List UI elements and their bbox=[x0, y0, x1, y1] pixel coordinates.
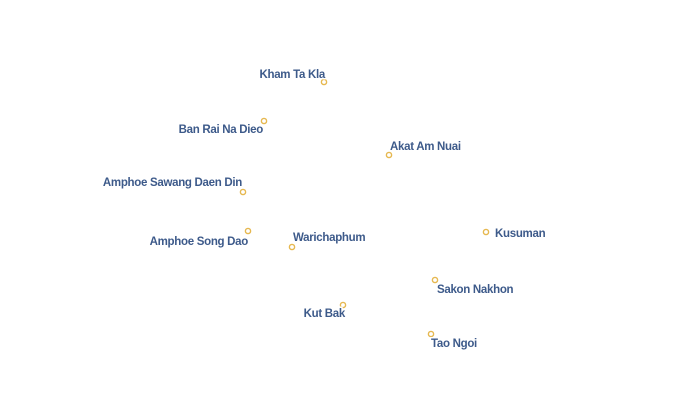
place-label: Amphoe Song Dao bbox=[150, 236, 249, 248]
place-label: Kham Ta Kla bbox=[259, 69, 325, 81]
place-marker-icon[interactable] bbox=[427, 330, 435, 338]
place-marker-icon[interactable] bbox=[244, 227, 252, 235]
place-kusuman[interactable]: Kusuman bbox=[482, 227, 547, 242]
place-marker-icon[interactable] bbox=[431, 276, 439, 284]
place-amphoe-song-dao[interactable]: Amphoe Song Dao bbox=[148, 227, 252, 250]
place-ban-rai-na-dieo[interactable]: Ban Rai Na Dieo bbox=[177, 117, 268, 138]
place-sakon-nakhon[interactable]: Sakon Nakhon bbox=[431, 276, 515, 298]
place-tao-ngoi[interactable]: Tao Ngoi bbox=[427, 330, 479, 352]
place-label: Akat Am Nuai bbox=[390, 141, 461, 153]
place-label: Kusuman bbox=[495, 228, 546, 240]
place-marker-icon[interactable] bbox=[482, 228, 490, 236]
place-label: Ban Rai Na Dieo bbox=[179, 124, 264, 136]
place-amphoe-sawang-daen-din[interactable]: Amphoe Sawang Daen Din bbox=[101, 176, 247, 196]
place-marker-icon[interactable] bbox=[288, 243, 296, 251]
place-label: Kut Bak bbox=[304, 308, 346, 320]
place-label: Tao Ngoi bbox=[431, 338, 477, 350]
place-kut-bak[interactable]: Kut Bak bbox=[302, 301, 348, 322]
place-label: Warichaphum bbox=[293, 232, 365, 244]
place-marker-icon[interactable] bbox=[339, 301, 347, 309]
place-warichaphum[interactable]: Warichaphum bbox=[288, 231, 367, 251]
place-marker-icon[interactable] bbox=[239, 188, 247, 196]
place-marker-icon[interactable] bbox=[385, 151, 393, 159]
place-marker-icon[interactable] bbox=[320, 78, 328, 86]
place-akat-am-nuai[interactable]: Akat Am Nuai bbox=[385, 140, 463, 159]
place-kham-ta-kla[interactable]: Kham Ta Kla bbox=[258, 68, 328, 86]
place-marker-icon[interactable] bbox=[260, 117, 268, 125]
place-label: Sakon Nakhon bbox=[437, 284, 514, 296]
place-label: Amphoe Sawang Daen Din bbox=[103, 177, 242, 189]
